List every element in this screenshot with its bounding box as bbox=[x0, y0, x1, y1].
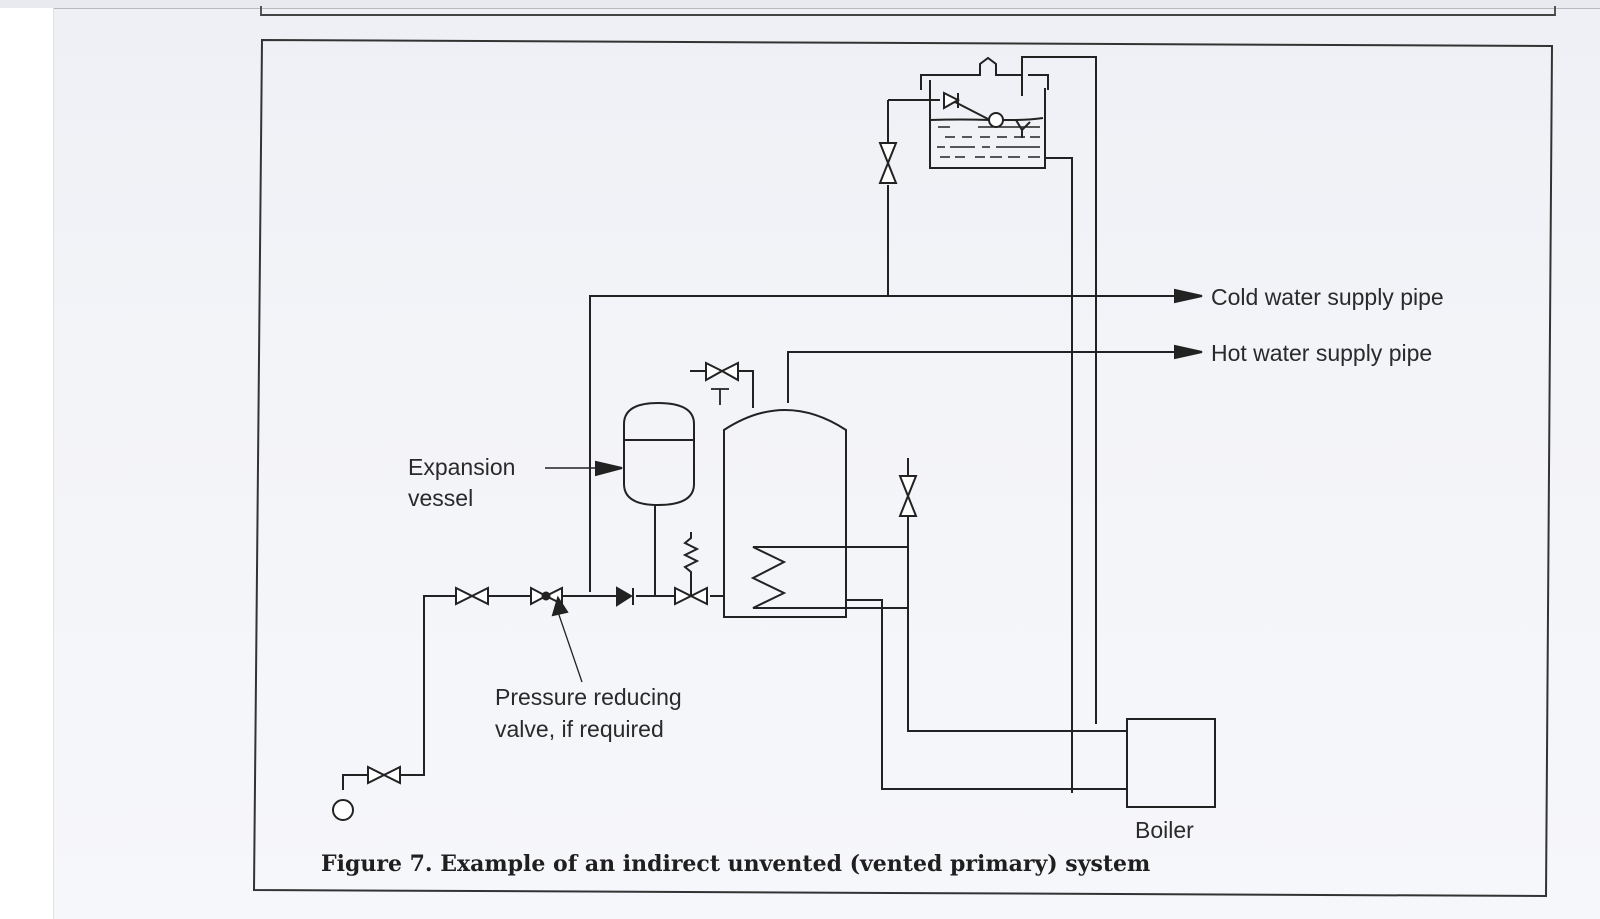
figure-frame bbox=[252, 38, 1554, 898]
stop-valve-icon bbox=[367, 765, 401, 785]
cold-water-pipe bbox=[589, 295, 1180, 592]
drain-valve-icon bbox=[898, 475, 918, 517]
isolating-valve-icon bbox=[878, 142, 898, 184]
arrow-up-icon bbox=[551, 595, 569, 617]
heating-coil bbox=[750, 546, 908, 609]
expansion-vessel-label-2: vessel bbox=[408, 485, 473, 511]
boiler-label: Boiler bbox=[1135, 817, 1194, 843]
hot-water-label: Hot water supply pipe bbox=[1211, 340, 1432, 366]
temperature-relief-valve bbox=[690, 361, 754, 408]
hot-water-pipe bbox=[787, 351, 1180, 403]
expansion-vessel-label-1: Expansion bbox=[408, 454, 515, 480]
figure-caption: Figure 7. Example of an indirect unvente… bbox=[321, 851, 1150, 877]
incoming-supply-icon bbox=[332, 799, 354, 821]
primary-return-pipe bbox=[846, 599, 1127, 790]
prv-label-2: valve, if required bbox=[495, 716, 664, 742]
boiler bbox=[1126, 718, 1216, 808]
page-margin bbox=[0, 8, 54, 919]
previous-figure-frame bbox=[260, 6, 1556, 16]
hot-water-cylinder bbox=[723, 409, 847, 618]
check-valve-icon bbox=[616, 586, 633, 607]
pressure-relief-valve bbox=[674, 532, 708, 606]
expansion-vessel bbox=[623, 401, 695, 507]
incoming-main bbox=[342, 595, 724, 790]
arrow-right-icon bbox=[1174, 288, 1203, 304]
previous-page-strip bbox=[0, 0, 1600, 9]
prv-leader-line bbox=[557, 611, 583, 683]
float-valve bbox=[888, 91, 1031, 138]
isolating-valve-icon bbox=[455, 586, 489, 606]
arrow-right-icon bbox=[1174, 344, 1203, 360]
cold-water-label: Cold water supply pipe bbox=[1211, 284, 1444, 310]
primary-flow-pipe bbox=[907, 547, 1127, 732]
feed-cistern bbox=[920, 56, 1097, 793]
prv-label-1: Pressure reducing bbox=[495, 684, 682, 710]
arrow-right-icon bbox=[595, 460, 623, 477]
